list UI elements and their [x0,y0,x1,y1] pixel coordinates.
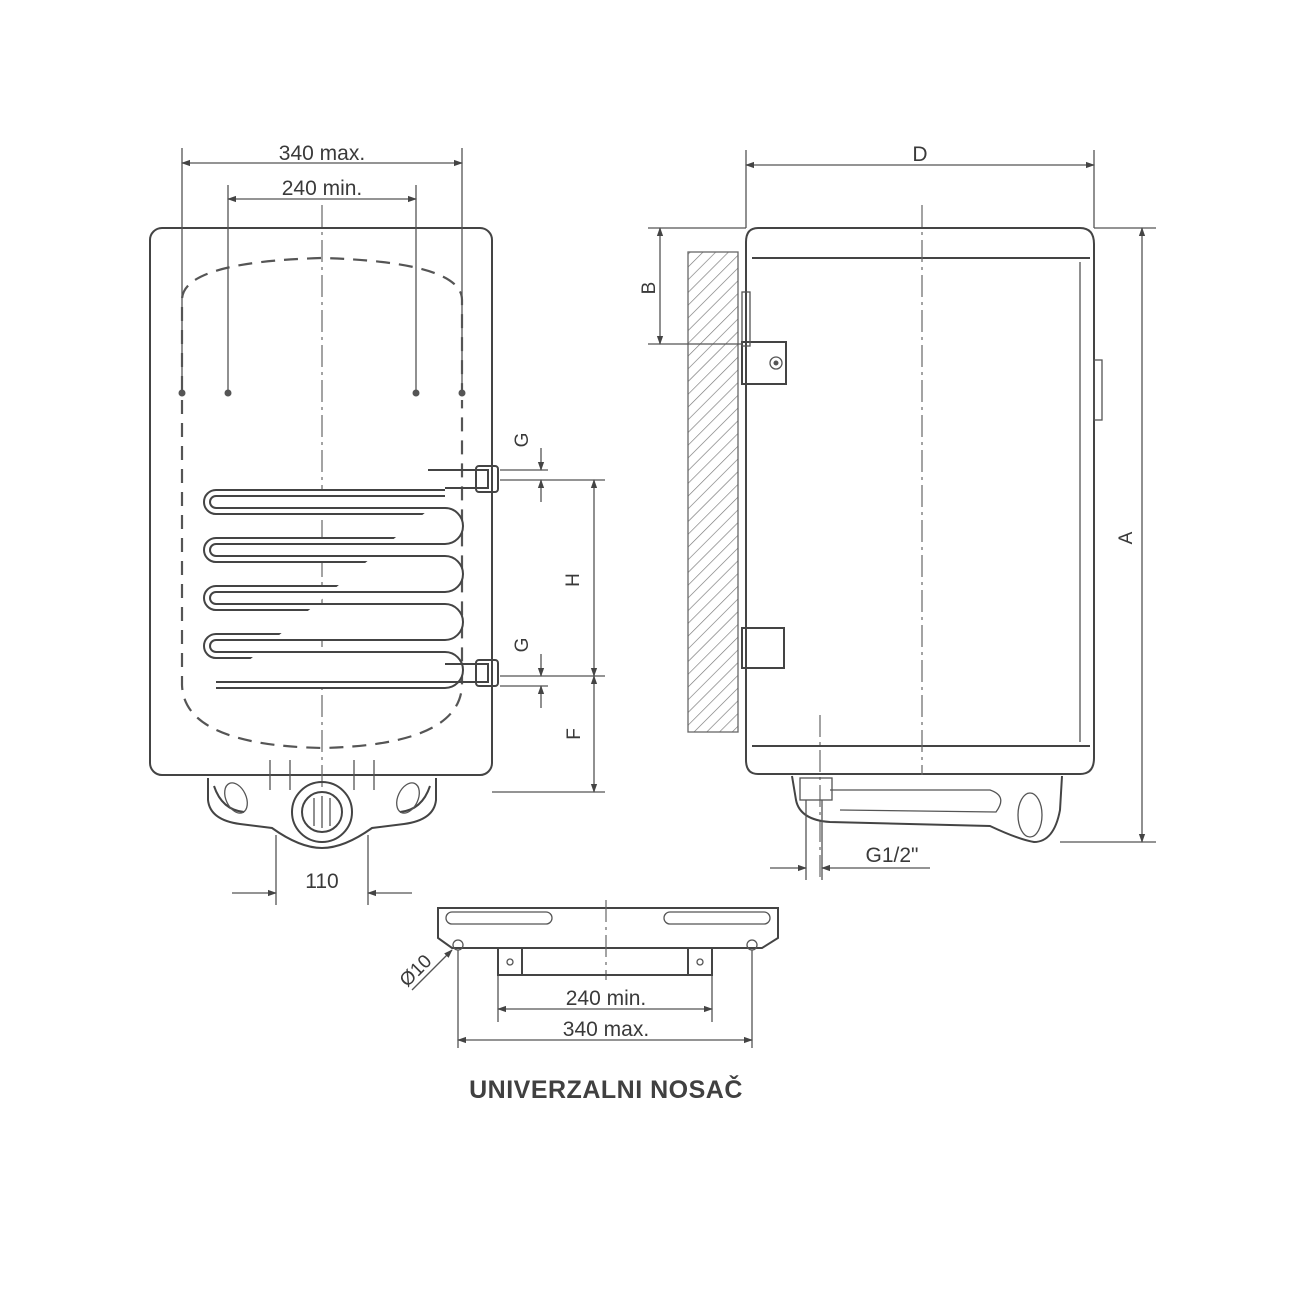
thermostat-knob [291,781,353,843]
dim-label-g-lower: G [512,638,533,653]
dim-label-h: H [563,573,584,587]
wall-bracket-upper [741,341,787,385]
dim-label-f: F [564,728,585,740]
inner-vessel-outline [180,256,464,750]
side-view: D B A G1/2" [639,143,1156,880]
dim-label-b: B [639,282,660,295]
bracket-dim-label-240-min: 240 min. [566,987,647,1010]
front-view: 340 max. 240 min. G H G [149,142,605,905]
mounting-points [178,389,466,397]
bracket-dim-label-340-max: 340 max. [563,1018,649,1041]
thermostat-housing [207,760,437,850]
dim-label-d: D [912,143,927,166]
heat-exchanger-coil [203,465,499,689]
dim-label-g-upper: G [512,433,533,448]
dim-label-340-max: 340 max. [279,142,365,165]
side-tank-body [745,227,1095,775]
universal-bracket-view: Ø10 240 min. 340 max. UNIVERZALNI NOSAČ [396,900,779,1104]
wall-bracket-lower [741,627,785,669]
bracket-outline [437,907,779,949]
dim-label-110: 110 [305,870,338,893]
dim-label-a: A [1116,531,1137,544]
dim-label-g1-2: G1/2" [866,844,919,867]
bracket-caption: UNIVERZALNI NOSAČ [469,1074,743,1104]
dim-label-240-min: 240 min. [282,177,363,200]
front-tank-body [149,227,493,776]
wall-hatched [687,251,739,733]
dim-label-hole-diameter: Ø10 [396,951,436,991]
